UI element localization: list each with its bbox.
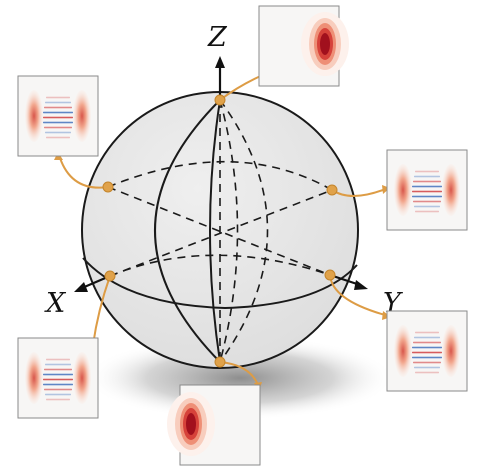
inset-upper-right — [386, 149, 468, 231]
sphere — [81, 91, 359, 369]
x-axis-label: X — [44, 288, 67, 319]
state-markers — [102, 94, 338, 368]
back-meridian-b — [219, 99, 239, 363]
inset-x-equator — [17, 337, 99, 419]
diag-line-2 — [107, 186, 331, 276]
marker-upper-right — [326, 184, 338, 196]
solid-front-lines — [82, 99, 358, 363]
intensity-lobe — [301, 12, 349, 76]
sphere-shadow — [85, 336, 395, 420]
intensity-lobe — [167, 392, 215, 456]
marker-x-equator — [104, 270, 116, 282]
pointer-upper-left — [59, 157, 109, 189]
marker-z-pole — [214, 94, 226, 106]
z-axis-label: Z — [207, 22, 228, 53]
diag-line-1 — [109, 189, 333, 277]
inset-south-pole — [167, 384, 261, 466]
inset-upper-left — [17, 75, 99, 157]
dashed-hidden-lines — [107, 99, 333, 363]
marker-south-pole — [214, 356, 226, 368]
x-axis-arrowhead — [74, 282, 88, 292]
marker-y-equator — [324, 269, 336, 281]
inset-z-pole — [258, 5, 349, 87]
back-latitude — [107, 160, 333, 191]
marker-upper-left — [102, 181, 114, 193]
inset-y-equator — [386, 310, 468, 392]
y-axis-arrowhead — [354, 280, 368, 290]
front-equator — [82, 257, 358, 310]
back-meridian-a — [219, 99, 269, 363]
z-axis-arrowhead — [215, 56, 225, 68]
front-meridian-right — [209, 99, 221, 363]
front-meridian-left — [154, 99, 221, 363]
